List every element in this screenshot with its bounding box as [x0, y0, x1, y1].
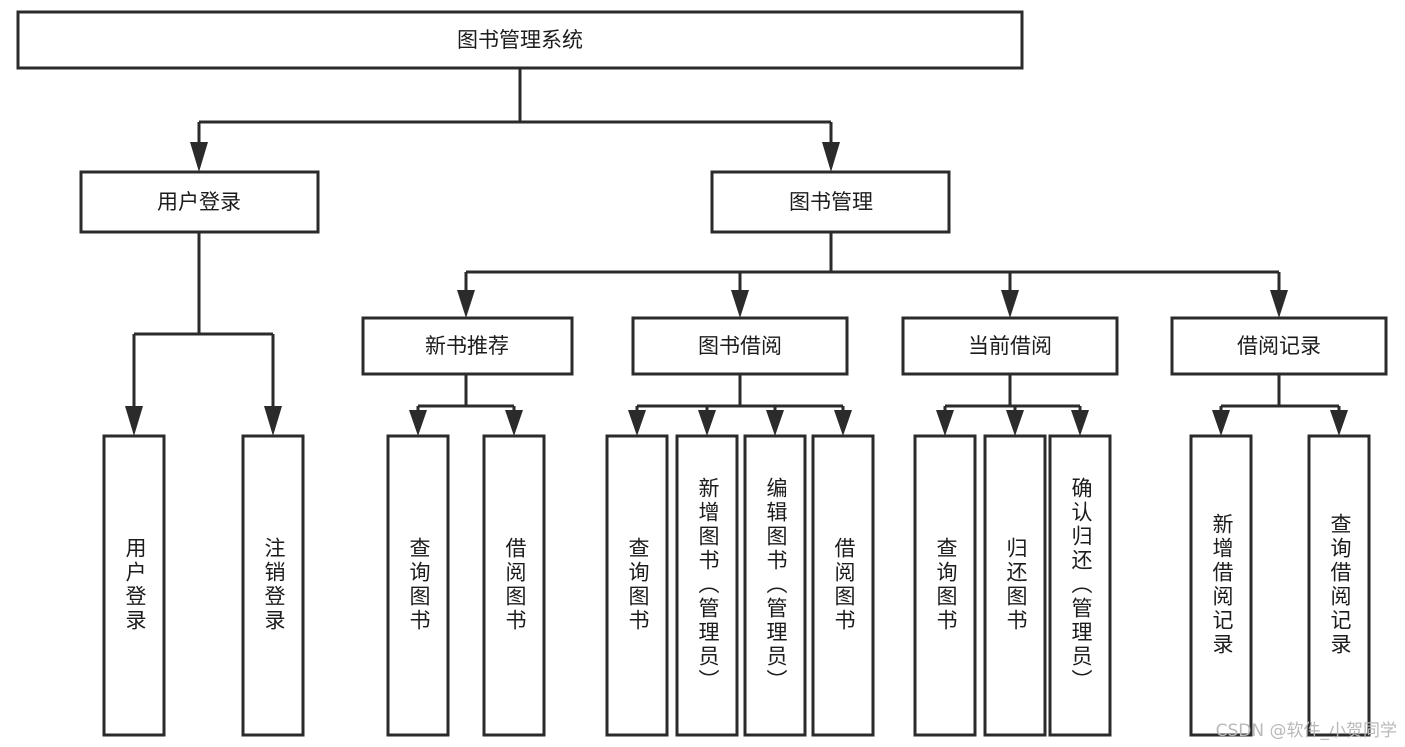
node-leaf-borrow-record-2-label: 查询借阅记录 — [1328, 513, 1352, 657]
node-leaf-book-borrow-2-box[interactable] — [675, 434, 739, 737]
node-leaf-book-borrow-2[interactable]: 新增图书（管理员） — [675, 434, 739, 737]
node-leaf-current-borrow-2-label: 归还图书 — [1004, 537, 1028, 633]
node-leaf-current-borrow-3[interactable]: 确认归还（管理员） — [1048, 434, 1112, 737]
node-leaf-book-borrow-1[interactable]: 查询图书 — [605, 434, 669, 737]
arrow-current-borrow-leaf-2 — [1006, 410, 1024, 436]
node-leaf-current-borrow-1-label: 查询图书 — [934, 537, 958, 633]
node-user-login-box[interactable] — [79, 170, 320, 234]
arrow-user-login-leaf-1 — [125, 406, 143, 436]
arrow-borrow-record-leaf-1 — [1212, 410, 1230, 436]
node-leaf-user-login-2[interactable]: 注销登录 — [241, 434, 305, 737]
node-current-borrow[interactable]: 当前借阅 — [901, 316, 1119, 376]
connector-group-user-login — [125, 232, 282, 436]
node-user-login[interactable]: 用户登录 — [79, 170, 320, 234]
node-leaf-new-book-2-label: 借阅图书 — [503, 537, 527, 633]
node-leaf-book-borrow-4-box[interactable] — [811, 434, 875, 737]
node-leaf-new-book-2-box[interactable] — [482, 434, 546, 737]
node-leaf-current-borrow-2[interactable]: 归还图书 — [983, 434, 1047, 737]
arrow-current-borrow-leaf-1 — [936, 410, 954, 436]
node-leaf-borrow-record-1-label: 新增借阅记录 — [1210, 513, 1234, 657]
node-leaf-current-borrow-3-box[interactable] — [1048, 434, 1112, 737]
node-book-management[interactable]: 图书管理 — [710, 170, 951, 234]
node-current-borrow-label: 当前借阅 — [968, 334, 1052, 358]
node-root-label: 图书管理系统 — [457, 28, 583, 52]
node-leaf-current-borrow-1-box[interactable] — [913, 434, 977, 737]
node-leaf-book-borrow-3-label: 编辑图书（管理员） — [764, 477, 788, 693]
arrow-book-mgmt-child-1 — [457, 290, 475, 318]
node-new-book-recommend-label: 新书推荐 — [425, 334, 509, 358]
node-root[interactable]: 图书管理系统 — [16, 10, 1024, 70]
node-book-borrow[interactable]: 图书借阅 — [631, 316, 849, 376]
node-leaf-user-login-2-box[interactable] — [241, 434, 305, 737]
arrow-root-to-user-login — [190, 142, 208, 172]
arrow-current-borrow-leaf-3 — [1071, 410, 1089, 436]
node-leaf-book-borrow-1-box[interactable] — [605, 434, 669, 737]
node-leaf-borrow-record-1[interactable]: 新增借阅记录 — [1189, 434, 1253, 737]
node-leaf-book-borrow-2-label: 新增图书（管理员） — [696, 477, 720, 693]
node-borrow-record-label: 借阅记录 — [1237, 334, 1321, 358]
node-leaf-book-borrow-4-label: 借阅图书 — [832, 537, 856, 633]
arrow-book-mgmt-child-2 — [731, 290, 749, 318]
node-leaf-borrow-record-2[interactable]: 查询借阅记录 — [1307, 434, 1371, 737]
connector-group-book-borrow — [628, 374, 852, 436]
node-leaf-user-login-1[interactable]: 用户登录 — [102, 434, 166, 737]
node-borrow-record-box[interactable] — [1170, 316, 1388, 376]
node-new-book-recommend[interactable]: 新书推荐 — [361, 316, 574, 376]
node-book-management-box[interactable] — [710, 170, 951, 234]
arrow-book-borrow-leaf-1 — [628, 410, 646, 436]
connector-group-current-borrow — [936, 374, 1089, 436]
arrow-book-mgmt-child-3 — [1001, 290, 1019, 318]
connector-group-root — [190, 68, 840, 172]
arrow-book-borrow-leaf-4 — [834, 410, 852, 436]
node-root-box[interactable] — [16, 10, 1024, 70]
arrow-borrow-record-leaf-2 — [1330, 410, 1348, 436]
node-book-borrow-box[interactable] — [631, 316, 849, 376]
node-new-book-recommend-box[interactable] — [361, 316, 574, 376]
connector-group-borrow-record — [1212, 374, 1348, 436]
arrow-new-book-leaf-2 — [505, 410, 523, 436]
node-leaf-book-borrow-1-label: 查询图书 — [626, 537, 650, 633]
node-leaf-user-login-1-label: 用户登录 — [123, 537, 147, 633]
node-leaf-user-login-1-box[interactable] — [102, 434, 166, 737]
node-leaf-new-book-1-label: 查询图书 — [407, 537, 431, 633]
node-book-borrow-label: 图书借阅 — [698, 334, 782, 358]
node-leaf-user-login-2-label: 注销登录 — [262, 537, 286, 633]
node-leaf-new-book-1[interactable]: 查询图书 — [386, 434, 450, 737]
node-leaf-book-borrow-4[interactable]: 借阅图书 — [811, 434, 875, 737]
node-leaf-new-book-1-box[interactable] — [386, 434, 450, 737]
node-leaf-new-book-2[interactable]: 借阅图书 — [482, 434, 546, 737]
arrow-root-to-book-mgmt — [822, 142, 840, 172]
arrow-new-book-leaf-1 — [409, 410, 427, 436]
connector-group-new-book — [409, 374, 523, 436]
watermark-text: CSDN @软件_小贺同学 — [1215, 721, 1397, 741]
node-current-borrow-box[interactable] — [901, 316, 1119, 376]
node-leaf-current-borrow-2-box[interactable] — [983, 434, 1047, 737]
node-book-management-label: 图书管理 — [789, 190, 873, 214]
node-leaf-book-borrow-3[interactable]: 编辑图书（管理员） — [743, 434, 807, 737]
node-user-login-label: 用户登录 — [157, 190, 241, 214]
node-leaf-borrow-record-1-box[interactable] — [1189, 434, 1253, 737]
arrow-book-borrow-leaf-3 — [766, 410, 784, 436]
arrow-user-login-leaf-2 — [264, 406, 282, 436]
node-leaf-current-borrow-1[interactable]: 查询图书 — [913, 434, 977, 737]
connector-group-book-mgmt — [457, 232, 1288, 318]
node-leaf-current-borrow-3-label: 确认归还（管理员） — [1069, 477, 1093, 693]
node-borrow-record[interactable]: 借阅记录 — [1170, 316, 1388, 376]
node-leaf-borrow-record-2-box[interactable] — [1307, 434, 1371, 737]
arrow-book-mgmt-child-4 — [1270, 290, 1288, 318]
node-leaf-book-borrow-3-box[interactable] — [743, 434, 807, 737]
arrow-book-borrow-leaf-2 — [698, 410, 716, 436]
